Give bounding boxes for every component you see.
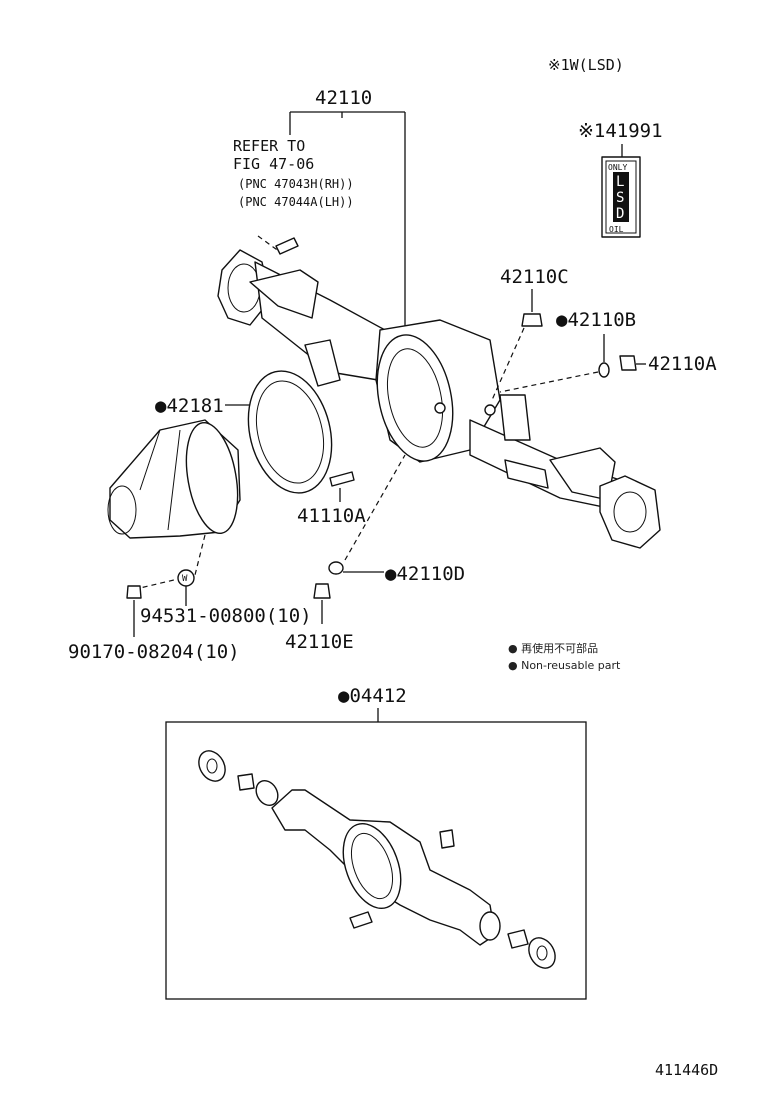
dash-carrier-bolts (139, 534, 206, 589)
gasket-b-drawing (598, 362, 610, 378)
nut-drawing (126, 585, 142, 599)
dash-42110d (344, 454, 406, 561)
badge-top: ONLY (608, 163, 627, 172)
badge-letter-d: D (616, 206, 624, 222)
label-90170[interactable]: 90170-08204(10) (68, 641, 240, 663)
refer-line1: REFER TO (233, 137, 305, 155)
label-04412[interactable]: ●04412 (338, 685, 407, 707)
legend-jp: ● 再使用不可部品 (508, 641, 598, 655)
label-42110c[interactable]: 42110C (500, 266, 569, 288)
kit-contents-drawing (198, 750, 556, 969)
badge-letter-s: S (616, 190, 624, 206)
axle-housing-drawing (217, 249, 661, 549)
legend-en: ● Non-reusable part (508, 659, 621, 672)
refer-line4: (PNC 47044A(LH)) (238, 195, 354, 209)
stud-drawing (329, 471, 355, 487)
label-42181[interactable]: ●42181 (155, 395, 224, 417)
differential-carrier-drawing (107, 419, 241, 539)
gasket-drawing (247, 370, 333, 494)
label-42110e[interactable]: 42110E (285, 631, 354, 653)
washer-w-mark: W (182, 574, 188, 584)
label-42110b[interactable]: ●42110B (556, 309, 636, 331)
dash-42110c (491, 327, 525, 401)
lsd-oil-badge: ONLY L S D OIL (601, 156, 641, 238)
plug-a-drawing (619, 355, 637, 371)
header-note: ※1W(LSD) (548, 56, 624, 74)
badge-letter-l: L (616, 174, 624, 190)
leader-refer (257, 235, 281, 253)
label-42110[interactable]: 42110 (315, 87, 372, 109)
refer-line2: FIG 47-06 (233, 155, 314, 173)
label-141991[interactable]: ※141991 (578, 120, 663, 142)
kit-box (165, 721, 587, 1000)
footer-code: 411446D (655, 1061, 718, 1079)
dash-42110b (499, 371, 599, 393)
label-41110a[interactable]: 41110A (297, 505, 366, 527)
refer-line3: (PNC 47043H(RH)) (238, 177, 354, 191)
label-42110d[interactable]: ●42110D (385, 563, 465, 585)
label-94531[interactable]: 94531-00800(10) (140, 605, 312, 627)
hub-bolt-drawing (275, 237, 299, 255)
gasket-d-drawing (328, 561, 344, 575)
label-42110a[interactable]: 42110A (648, 353, 717, 375)
badge-bottom: OIL (609, 225, 624, 234)
leader-42110 (289, 111, 406, 340)
plug-e-drawing (313, 583, 331, 599)
plug-c-drawing (521, 313, 543, 327)
